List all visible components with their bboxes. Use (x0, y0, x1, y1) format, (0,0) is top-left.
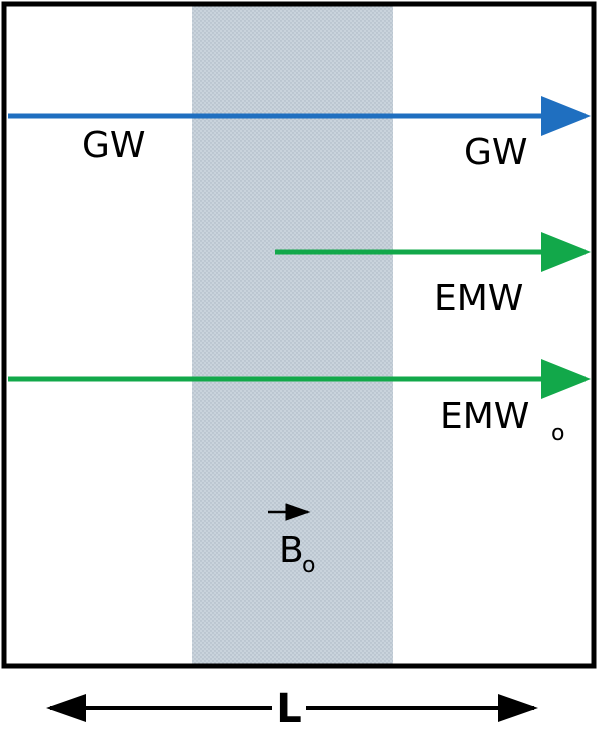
magnetic-field-subscript: o (302, 553, 315, 578)
gw-incoming-label: GW (82, 125, 146, 166)
emw-background-subscript: o (551, 421, 564, 446)
magnetic-field-label: B (279, 530, 304, 571)
emw-generated-label: EMW (434, 278, 523, 319)
diagram-frame (1, 1, 597, 669)
length-label: L (276, 686, 302, 732)
gw-outgoing-label: GW (464, 132, 528, 173)
emw-background-label: EMW (440, 396, 529, 437)
